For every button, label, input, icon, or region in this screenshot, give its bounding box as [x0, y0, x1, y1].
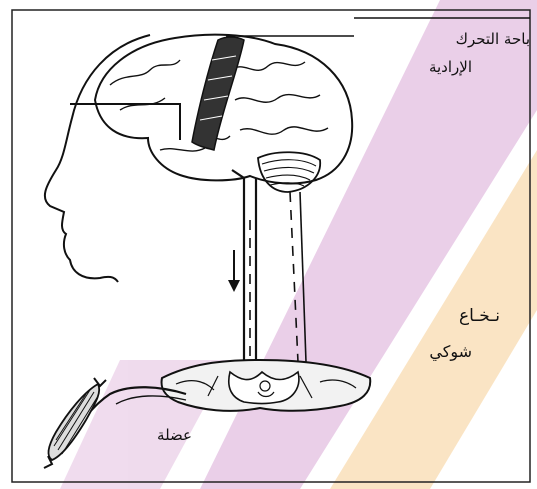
- spinal-cord-label-line1: نـخـاع: [360, 306, 500, 326]
- motor-cortex-band: [192, 37, 244, 150]
- motor-area-label-line1: باحة التحرك: [330, 30, 530, 48]
- down-arrow-icon: [228, 250, 240, 292]
- spinal-tract: [232, 170, 256, 362]
- muscle-label: عضلة: [110, 426, 192, 444]
- spinal-cord-label-line2: شوكي: [340, 342, 472, 361]
- head-profile: [45, 35, 150, 282]
- motor-area-label-line2: الإرادية: [330, 58, 472, 76]
- section-line: [70, 104, 180, 140]
